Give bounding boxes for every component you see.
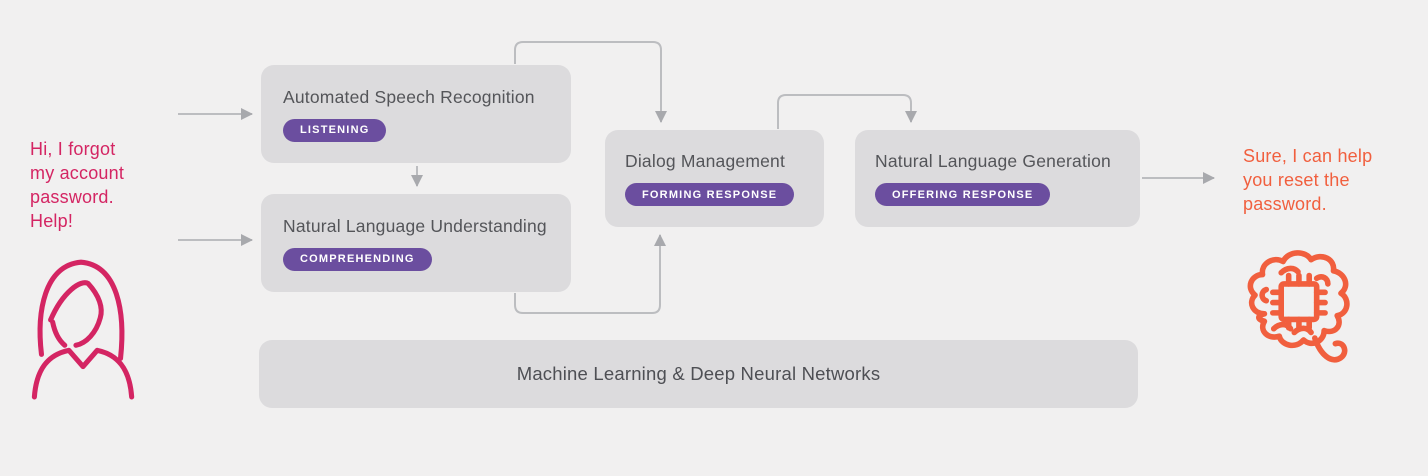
foundation-bar: Machine Learning & Deep Neural Networks bbox=[259, 340, 1138, 408]
status-badge: LISTENING bbox=[283, 118, 387, 142]
person-icon bbox=[31, 259, 135, 400]
box-natural-language-generation: Natural Language Generation OFFERING RES… bbox=[855, 130, 1140, 227]
status-badge: COMPREHENDING bbox=[283, 247, 432, 271]
user-message: Hi, I forgot my account password. Help! bbox=[30, 139, 125, 231]
bot-message: Sure, I can help you reset the password. bbox=[1243, 146, 1373, 214]
box-dialog-management: Dialog Management FORMING RESPONSE bbox=[605, 130, 824, 227]
status-badge: OFFERING RESPONSE bbox=[875, 183, 1051, 206]
brain-chip-icon bbox=[1247, 250, 1350, 363]
box-title: Automated Speech Recognition bbox=[283, 86, 535, 107]
arrow-dm-to-nlg bbox=[777, 94, 917, 129]
box-title: Dialog Management bbox=[625, 151, 786, 171]
box-natural-language-understanding: Natural Language Understanding COMPREHEN… bbox=[261, 194, 571, 292]
status-badge: FORMING RESPONSE bbox=[625, 183, 795, 206]
foundation-label: Machine Learning & Deep Neural Networks bbox=[516, 363, 881, 384]
box-title: Natural Language Understanding bbox=[283, 215, 547, 236]
box-title: Natural Language Generation bbox=[875, 151, 1111, 171]
box-automated-speech-recognition: Automated Speech Recognition LISTENING bbox=[261, 65, 571, 163]
